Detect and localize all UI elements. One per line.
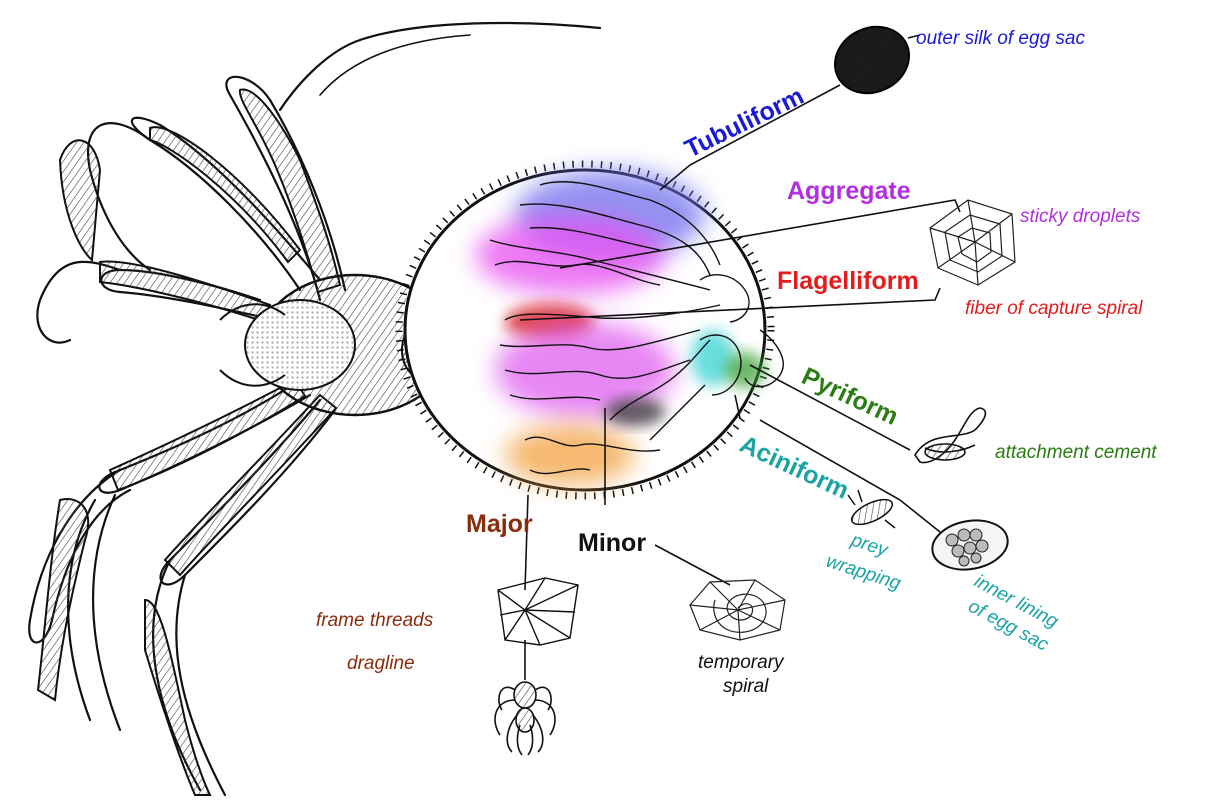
aggregate-use-label: sticky droplets <box>1020 206 1141 227</box>
tubuliform-use-label: outer silk of egg sac <box>916 28 1085 49</box>
prey-wrap-icon <box>848 490 896 529</box>
flagelliform-use-label: fiber of capture spiral <box>965 298 1143 319</box>
minor-use-line2: spiral <box>723 676 769 697</box>
attachment-cement-icon <box>915 408 985 463</box>
aggregate-label: Aggregate <box>787 177 911 205</box>
major-label: Major <box>466 510 533 538</box>
major-use-frame-label: frame threads <box>316 610 434 631</box>
minor-use-line1: temporary <box>698 652 785 673</box>
minor-label: Minor <box>578 529 646 557</box>
flagelliform-label: Flagelliform <box>777 267 919 295</box>
frame-web-icon <box>498 578 578 645</box>
pyriform-label: Pyriform <box>797 362 902 431</box>
major-use-dragline-label: dragline <box>347 653 415 674</box>
temporary-spiral-icon <box>690 580 785 640</box>
sticky-web-icon <box>930 200 1015 285</box>
major-ampullate-gland-region <box>505 425 635 485</box>
minor-ampullate-gland-region <box>605 398 665 426</box>
tubuliform-label: Tubuliform <box>680 82 808 164</box>
aciniform-label: Aciniform <box>735 430 853 505</box>
spider-leg-segments <box>38 90 340 795</box>
aciniform-use-prey-line2: wrapping <box>823 551 903 595</box>
egg-sac-outer-icon <box>824 15 920 105</box>
pyriform-use-label: attachment cement <box>995 442 1157 463</box>
hanging-spider-icon <box>495 682 555 755</box>
egg-sac-inner-icon <box>928 515 1011 575</box>
aciniform-use-prey-line1: prey <box>848 529 892 561</box>
